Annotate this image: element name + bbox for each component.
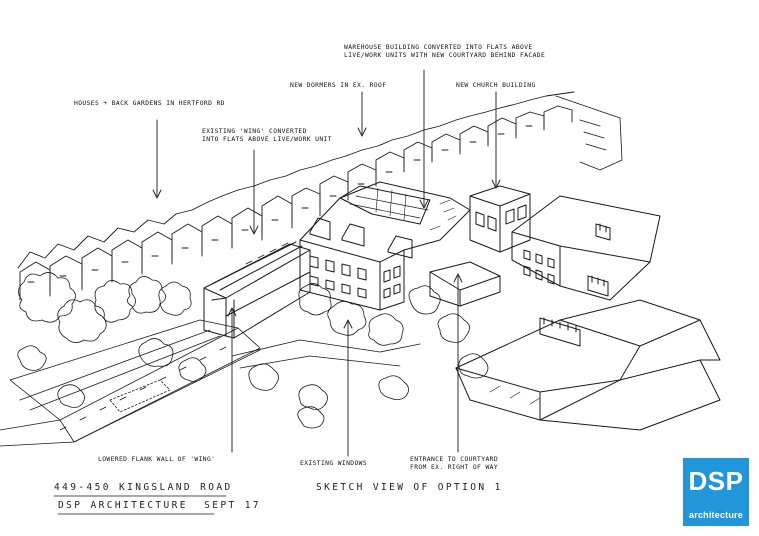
logo-mark: DSP bbox=[688, 466, 744, 496]
gardens-and-fences bbox=[0, 319, 421, 447]
label-houses-back-gardens: HOUSES + BACK GARDENS IN HERTFORD RD bbox=[74, 100, 225, 107]
new-church-building bbox=[429, 185, 721, 431]
title-rules bbox=[53, 495, 227, 515]
logo-subtitle: architecture bbox=[689, 510, 743, 520]
dsp-logo: DSP architecture bbox=[683, 458, 749, 526]
label-existing-windows: EXISTING WINDOWS bbox=[300, 460, 368, 467]
view-title: SKETCH VIEW OF OPTION 1 bbox=[316, 482, 503, 493]
practice-date: DSP ARCHITECTURE SEPT 17 bbox=[58, 500, 261, 511]
label-warehouse: WAREHOUSE BUILDING CONVERTED INTO FLATS … bbox=[344, 44, 546, 59]
label-entrance-courtyard: ENTRANCE TO COURTYARD FROM EX. RIGHT OF … bbox=[410, 456, 499, 471]
warehouse-building bbox=[299, 181, 471, 311]
label-new-church: NEW CHURCH BUILDING bbox=[456, 82, 536, 89]
label-new-dormers: NEW DORMERS IN EX. ROOF bbox=[290, 82, 387, 89]
project-address: 449-450 KINGSLAND ROAD bbox=[54, 482, 233, 493]
trees bbox=[17, 272, 489, 429]
existing-wing bbox=[203, 241, 311, 339]
label-existing-wing: EXISTING 'WING' CONVERTED INTO FLATS ABO… bbox=[202, 128, 332, 143]
label-lowered-flank-wall: LOWERED FLANK WALL OF 'WING' bbox=[98, 456, 216, 463]
annotation-leaders bbox=[152, 69, 501, 457]
hertford-road-houses bbox=[17, 91, 623, 301]
